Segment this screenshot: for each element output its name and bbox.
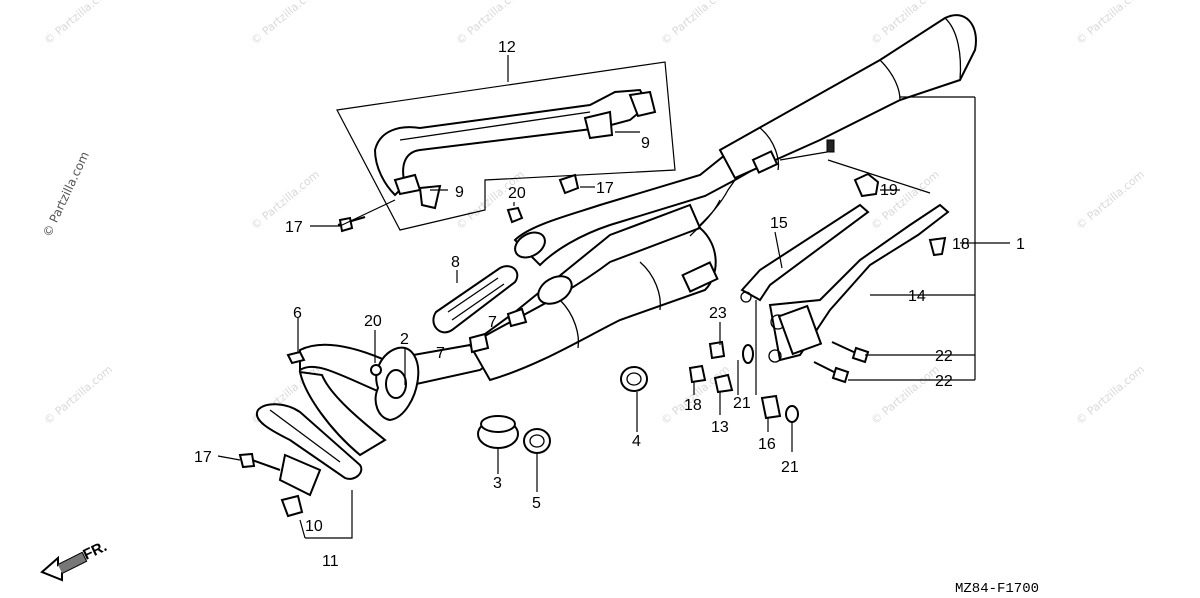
watermark-side: © Partzilla.com <box>40 149 92 239</box>
callout-14: 14 <box>908 288 926 305</box>
nut-part <box>826 139 835 153</box>
nut-part <box>370 364 382 376</box>
callout-10: 10 <box>305 518 323 535</box>
washer-part <box>742 344 754 364</box>
bolt-part <box>831 341 870 364</box>
leader-lines <box>217 55 1010 539</box>
nut-part <box>713 373 734 394</box>
arrow-hatch-icon <box>58 553 86 573</box>
callout-15: 15 <box>770 215 788 232</box>
callout-5: 5 <box>532 495 541 512</box>
callout-13: 13 <box>711 419 729 436</box>
callout-11: 11 <box>322 553 339 570</box>
watermark: © Partzilla.com <box>1074 168 1147 233</box>
direction-label: FR. <box>81 538 110 564</box>
callout-23: 23 <box>709 305 727 322</box>
gasket-inner <box>529 434 545 448</box>
grommet-part <box>928 236 947 257</box>
callout-21a: 21 <box>733 395 751 412</box>
callout-20b: 20 <box>508 185 526 202</box>
callout-7b: 7 <box>436 345 445 362</box>
watermark: © Partzilla.com <box>42 0 115 47</box>
bolt-part <box>558 173 580 195</box>
callout-7a: 7 <box>488 314 497 331</box>
clip-part <box>286 350 306 365</box>
callout-20a: 20 <box>364 313 382 330</box>
callout-2: 2 <box>400 331 409 348</box>
callout-18b: 18 <box>684 397 702 414</box>
callout-9a: 9 <box>641 135 650 152</box>
callout-6: 6 <box>293 305 302 322</box>
watermark: © Partzilla.com <box>659 0 732 47</box>
watermark: © Partzilla.com <box>454 0 527 47</box>
callout-1: 1 <box>1016 236 1025 253</box>
exhaust-flange-part <box>374 346 420 422</box>
washer-part <box>708 340 726 360</box>
washer-part <box>785 405 799 423</box>
callout-9b: 9 <box>455 184 464 201</box>
bolt-part <box>238 452 281 471</box>
lower-guard-assembly <box>255 403 363 518</box>
gasket-part <box>523 428 551 454</box>
callout-16: 16 <box>758 436 776 453</box>
callout-17a: 17 <box>285 219 303 236</box>
callout-17c: 17 <box>194 449 212 466</box>
callout-18a: 18 <box>952 236 970 253</box>
nut-part <box>688 364 707 384</box>
watermark: © Partzilla.com <box>249 0 322 47</box>
gasket-plate-part <box>432 265 519 334</box>
heat-shield-assembly <box>336 61 676 231</box>
gasket-part <box>620 366 648 392</box>
watermark: © Partzilla.com <box>869 363 942 428</box>
nut-part <box>853 172 880 198</box>
bolt-part <box>813 361 850 384</box>
callout-4: 4 <box>632 433 641 450</box>
callout-22a: 22 <box>935 348 953 365</box>
callout-22b: 22 <box>935 373 953 390</box>
callout-12: 12 <box>498 39 516 56</box>
watermark: © Partzilla.com <box>42 363 115 428</box>
collar-part <box>477 415 519 449</box>
watermark: © Partzilla.com <box>1074 0 1147 47</box>
callout-21b: 21 <box>781 459 799 476</box>
stay-brackets <box>740 203 950 363</box>
callout-8: 8 <box>451 254 460 271</box>
callout-19: 19 <box>880 182 898 199</box>
callout-labels: 1 2 3 4 5 6 7 7 8 9 9 10 11 12 13 14 15 … <box>194 39 1025 570</box>
callout-3: 3 <box>493 475 502 492</box>
watermark: © Partzilla.com <box>1074 363 1147 428</box>
front-direction-indicator: FR. <box>40 538 110 582</box>
gasket-inner <box>626 372 642 386</box>
grommet-part <box>760 394 782 420</box>
bolt-part <box>337 216 366 233</box>
rubber-block-part <box>506 307 528 328</box>
diagram-code: MZ84-F1700 <box>955 581 1039 597</box>
callout-17b: 17 <box>596 180 614 197</box>
nut-part <box>506 206 524 224</box>
muffler-assembly <box>298 14 977 457</box>
rubber-block-part <box>468 332 490 354</box>
